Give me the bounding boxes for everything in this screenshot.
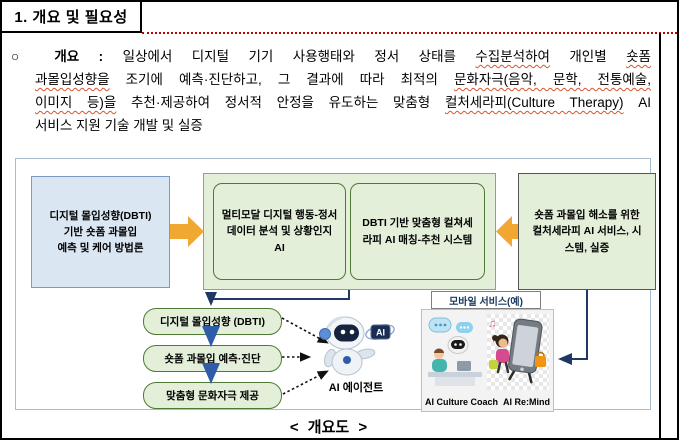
intro-text: 조기에 예측·진단하고, 그 결과에 따라 최적의 — [125, 72, 438, 87]
bullet-circle-icon: ○ — [11, 49, 35, 64]
box-service-validation: 숏폼 과몰입 해소를 위한 컬처세라피 AI 서비스, 시 스템, 실증 — [518, 173, 656, 290]
table-cell-divider — [659, 33, 661, 438]
intro-text-spellcheck: 문화자극(음악, 문학, 전통예술, — [454, 72, 651, 87]
intro-text-spellcheck: 과몰입성향을 — [35, 72, 110, 87]
red-dotted-rule — [142, 32, 677, 34]
intro-text-spellcheck: 숏폼 — [626, 49, 651, 64]
box-matching-system: DBTI 기반 맞춤형 컬쳐세 라피 AI 매칭-추천 시스템 — [350, 183, 485, 280]
mobile-label-remind: AI Re:Mind — [503, 397, 550, 407]
phone-icon — [508, 318, 543, 384]
mobile-labels-row: AI Culture Coach AI Re:Mind — [422, 397, 553, 407]
intro-line-4: 서비스 지원 기술 개발 및 실증 — [35, 116, 651, 136]
robot-illustration: AI — [319, 316, 395, 376]
mobile-services-title: 모바일 서비스(예) — [449, 296, 523, 308]
intro-text-spellcheck: 수집분석하여 — [475, 49, 550, 64]
intro-text-spellcheck: 컬처세라피(Culture Therapy) — [444, 95, 624, 110]
pill-predict-diagnose: 숏폼 과몰입 예측·진단 — [143, 345, 282, 372]
intro-text: 개인별 — [569, 49, 607, 64]
ai-badge-text: AI — [376, 328, 385, 338]
intro-line-3: 이미지 등)을 추천·제공하여 정서적 안정을 유도하는 맞춤형 컬처세라피(C… — [35, 93, 651, 113]
section-title-box: 1. 개요 및 필요성 — [2, 2, 142, 33]
intro-text: 서비스 지원 기술 개발 및 실증 — [35, 118, 203, 133]
intro-text-spellcheck: 이미지 등)을 — [35, 95, 117, 110]
intro-text: AI — [638, 95, 651, 110]
box-dbti-method: 디지털 몰입성향(DBTI) 기반 숏폼 과몰입 예측 및 케어 방법론 — [31, 176, 170, 288]
section-title: 1. 개요 및 필요성 — [14, 9, 128, 26]
mobile-label-coach: AI Culture Coach — [425, 397, 499, 407]
ai-badge-icon — [370, 324, 391, 340]
remind-illustration: ♫ ♪ ♪ — [487, 314, 549, 390]
intro-separator: : — [98, 49, 104, 64]
box-multimodal-ai: 멀티모달 디지털 행동-정서 데이터 분석 및 상황인지 AI — [213, 183, 346, 280]
diagram-caption: < 개요도 > — [289, 419, 368, 436]
girl-icon — [489, 334, 510, 374]
intro-line-2: 과몰입성향을 조기에 예측·진단하고, 그 결과에 따라 최적의 문화자극(음악… — [35, 70, 651, 90]
music-note-icon: ♫ — [488, 318, 496, 330]
intro-label: 개요 — [54, 49, 80, 64]
intro-text: 일상에서 디지털 기기 사용행태와 정서 상태를 — [122, 49, 456, 64]
intro-text: 추천·제공하여 정서적 안정을 유도하는 맞춤형 — [131, 95, 431, 110]
intro-line-1: ○ 개요 : 일상에서 디지털 기기 사용행태와 정서 상태를 수집분석하여 개… — [11, 47, 651, 67]
pill-dbti: 디지털 몰입성향 (DBTI) — [143, 308, 282, 335]
coach-illustration — [428, 317, 482, 386]
mobile-services-header: 모바일 서비스(예) — [431, 291, 541, 309]
bag-icon — [489, 360, 498, 369]
mobile-services-panel: ♫ ♪ ♪ AI Culture Coach AI Re:Mind — [421, 309, 554, 412]
agent-label: AI 에이전트 — [328, 382, 384, 394]
bag-icon — [535, 356, 546, 367]
pill-culture-stimulus: 맞춤형 문화자극 제공 — [143, 382, 282, 409]
